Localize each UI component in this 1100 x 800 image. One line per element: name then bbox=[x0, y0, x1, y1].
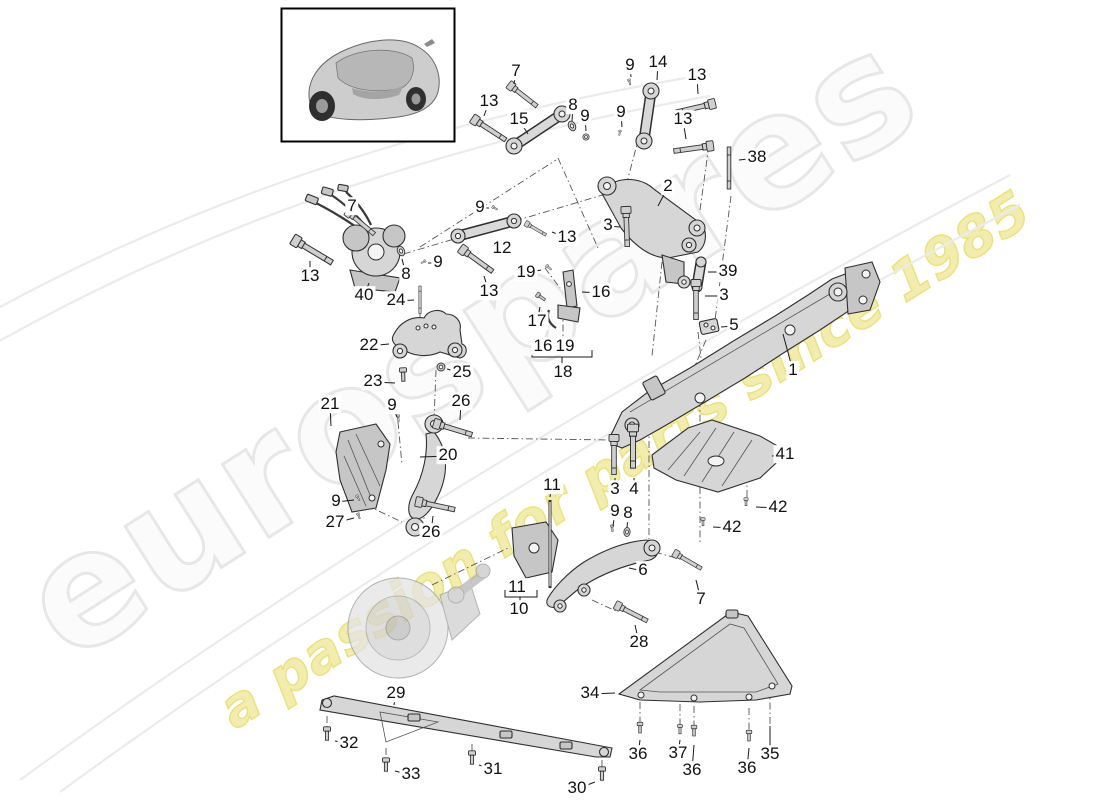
part-callout-2[interactable]: 2 bbox=[661, 176, 675, 196]
part-callout-9[interactable]: 9 bbox=[614, 102, 628, 122]
part-callout-18[interactable]: 18 bbox=[551, 362, 575, 382]
part-callout-9[interactable]: 9 bbox=[608, 501, 622, 521]
part-21-bracket bbox=[335, 423, 391, 513]
part-callout-31[interactable]: 31 bbox=[481, 759, 505, 779]
part-callout-21[interactable]: 21 bbox=[318, 394, 342, 414]
part-callout-16[interactable]: 16 bbox=[531, 336, 555, 356]
part-10-11-bracket bbox=[511, 500, 559, 588]
part-2-arm-assembly bbox=[597, 176, 706, 289]
part-callout-13[interactable]: 13 bbox=[477, 91, 501, 111]
part-callout-16[interactable]: 16 bbox=[589, 282, 613, 302]
part-callout-11[interactable]: 11 bbox=[506, 577, 528, 597]
part-callout-9[interactable]: 9 bbox=[578, 106, 592, 126]
part-callout-8[interactable]: 8 bbox=[399, 264, 413, 284]
part-callout-9[interactable]: 9 bbox=[473, 197, 487, 217]
part-callout-4[interactable]: 4 bbox=[627, 479, 641, 499]
part-callout-27[interactable]: 27 bbox=[323, 512, 347, 532]
part-callout-25[interactable]: 25 bbox=[450, 362, 474, 382]
part-29-bar bbox=[319, 695, 613, 758]
part-callout-36[interactable]: 36 bbox=[680, 760, 704, 780]
part-callout-6[interactable]: 6 bbox=[636, 560, 650, 580]
part-22-bracket bbox=[391, 309, 467, 359]
part-callout-15[interactable]: 15 bbox=[507, 109, 531, 129]
part-callout-12[interactable]: 12 bbox=[490, 238, 514, 258]
part-callout-40[interactable]: 40 bbox=[352, 285, 376, 305]
part-5-bracket bbox=[698, 318, 720, 335]
part-callout-42[interactable]: 42 bbox=[720, 517, 744, 537]
part-40-actuator bbox=[304, 183, 406, 293]
part-callout-10[interactable]: 10 bbox=[507, 599, 531, 619]
part-callout-24[interactable]: 24 bbox=[384, 290, 408, 310]
part-6-fork-arm bbox=[546, 539, 661, 613]
part-callout-22[interactable]: 22 bbox=[357, 335, 381, 355]
part-12-link bbox=[450, 213, 522, 244]
part-callout-32[interactable]: 32 bbox=[337, 733, 361, 753]
car-thumbnail bbox=[280, 7, 456, 143]
part-callout-29[interactable]: 29 bbox=[384, 683, 408, 703]
part-callout-7[interactable]: 7 bbox=[345, 196, 359, 216]
part-callout-9[interactable]: 9 bbox=[431, 252, 445, 272]
part-callout-35[interactable]: 35 bbox=[758, 744, 782, 764]
part-callout-14[interactable]: 14 bbox=[646, 52, 670, 72]
part-callout-3[interactable]: 3 bbox=[717, 285, 731, 305]
part-34-underbody-panel bbox=[617, 609, 793, 703]
part-callout-9[interactable]: 9 bbox=[623, 55, 637, 75]
part-callout-9[interactable]: 9 bbox=[329, 491, 343, 511]
part-callout-8[interactable]: 8 bbox=[621, 503, 635, 523]
part-16-17-19-cluster bbox=[534, 269, 581, 329]
part-callout-39[interactable]: 39 bbox=[716, 261, 740, 281]
part-callout-13[interactable]: 13 bbox=[555, 227, 579, 247]
part-callout-13[interactable]: 13 bbox=[477, 281, 501, 301]
part-callout-34[interactable]: 34 bbox=[578, 683, 602, 703]
part-callout-36[interactable]: 36 bbox=[735, 758, 759, 778]
part-41-guard-plate bbox=[651, 419, 789, 493]
part-callout-13[interactable]: 13 bbox=[671, 109, 695, 129]
part-15-link bbox=[505, 105, 571, 155]
part-callout-13[interactable]: 13 bbox=[685, 65, 709, 85]
part-callout-8[interactable]: 8 bbox=[566, 95, 580, 115]
part-callout-13[interactable]: 13 bbox=[298, 266, 322, 286]
part-callout-26[interactable]: 26 bbox=[419, 522, 443, 542]
part-callout-1[interactable]: 1 bbox=[786, 360, 800, 380]
part-callout-3[interactable]: 3 bbox=[601, 215, 615, 235]
part-callout-7[interactable]: 7 bbox=[694, 589, 708, 609]
part-callout-36[interactable]: 36 bbox=[626, 744, 650, 764]
part-callout-41[interactable]: 41 bbox=[773, 444, 797, 464]
part-callout-23[interactable]: 23 bbox=[361, 371, 385, 391]
part-callout-9[interactable]: 9 bbox=[385, 395, 399, 415]
part-callout-19[interactable]: 19 bbox=[514, 262, 538, 282]
part-callout-30[interactable]: 30 bbox=[565, 778, 589, 798]
part-callout-37[interactable]: 37 bbox=[666, 743, 690, 763]
part-14-link bbox=[635, 82, 660, 150]
part-callout-33[interactable]: 33 bbox=[399, 764, 423, 784]
part-callout-17[interactable]: 17 bbox=[525, 311, 549, 331]
part-callout-20[interactable]: 20 bbox=[436, 445, 460, 465]
part-callout-38[interactable]: 38 bbox=[745, 147, 769, 167]
part-callout-3[interactable]: 3 bbox=[608, 479, 622, 499]
part-callout-28[interactable]: 28 bbox=[627, 632, 651, 652]
part-callout-26[interactable]: 26 bbox=[449, 391, 473, 411]
part-callout-11[interactable]: 11 bbox=[541, 475, 563, 495]
wheel-hub-assembly bbox=[347, 563, 491, 679]
part-callout-5[interactable]: 5 bbox=[727, 315, 741, 335]
part-callout-42[interactable]: 42 bbox=[766, 497, 790, 517]
part-callout-7[interactable]: 7 bbox=[509, 61, 523, 81]
part-callout-19[interactable]: 19 bbox=[553, 336, 577, 356]
